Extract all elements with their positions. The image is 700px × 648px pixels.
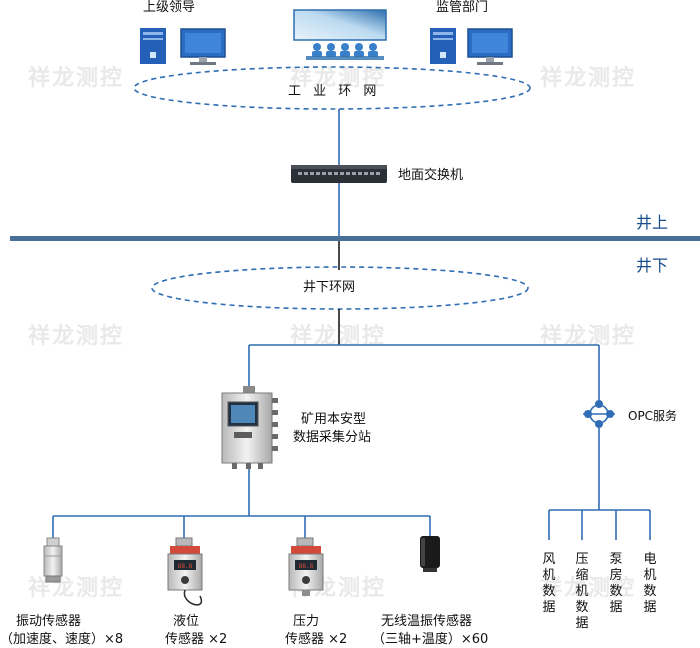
svg-text:88.8: 88.8 xyxy=(299,563,314,570)
sensor-label-line2: 传感器 ×2 xyxy=(285,632,348,647)
pressure-sensor-icon: 88.8 xyxy=(288,537,324,596)
sensor-label-line2: （加速度、速度）×8 xyxy=(0,632,124,647)
network-switch-icon xyxy=(291,165,387,183)
server-icon xyxy=(140,28,166,64)
data-source-label: 风机数据 xyxy=(542,552,556,615)
sensor-label-line1: 振动传感器 xyxy=(16,614,82,629)
supervision-label: 监管部门 xyxy=(436,0,489,15)
wireless-sensor-icon xyxy=(420,536,440,572)
station-label-line2: 数据采集分站 xyxy=(293,430,372,445)
sensor-label-line2: （三轴+温度）×60 xyxy=(372,632,489,647)
leaders-label: 上级领导 xyxy=(143,0,196,15)
ground-switch-label: 地面交换机 xyxy=(398,168,464,183)
server-icon xyxy=(430,28,456,64)
data-source-label: 泵房数据 xyxy=(609,552,623,615)
above-ground-label: 井上 xyxy=(636,213,669,232)
svg-text:88.8: 88.8 xyxy=(178,563,193,570)
industrial-ring-label: 工 业 环 网 xyxy=(288,84,381,99)
data-source-label: 压缩机数据 xyxy=(575,552,589,631)
opc-label: OPC服务 xyxy=(628,409,678,423)
monitor-icon xyxy=(180,28,226,65)
opc-service-icon xyxy=(583,400,615,428)
ground-level-bar xyxy=(10,236,700,241)
collection-station-icon xyxy=(221,386,278,469)
station-label-line1: 矿用本安型 xyxy=(301,412,367,427)
sensor-label-line2: 传感器 ×2 xyxy=(165,632,228,647)
display-wall-icon xyxy=(293,9,387,60)
sensor-label-line1: 无线温振传感器 xyxy=(381,614,473,629)
industrial-ring xyxy=(133,66,531,110)
monitor-icon xyxy=(467,28,513,65)
vibration-sensor-icon xyxy=(43,537,63,583)
data-source-label: 电机数据 xyxy=(643,552,657,615)
sensor-label-line1: 液位 xyxy=(173,614,200,629)
level-sensor-icon: 88.8 xyxy=(167,537,203,606)
underground-ring xyxy=(151,266,529,310)
underground-ring-label: 井下环网 xyxy=(303,280,356,295)
below-ground-label: 井下 xyxy=(636,256,669,275)
sensor-label-line1: 压力 xyxy=(293,614,320,629)
